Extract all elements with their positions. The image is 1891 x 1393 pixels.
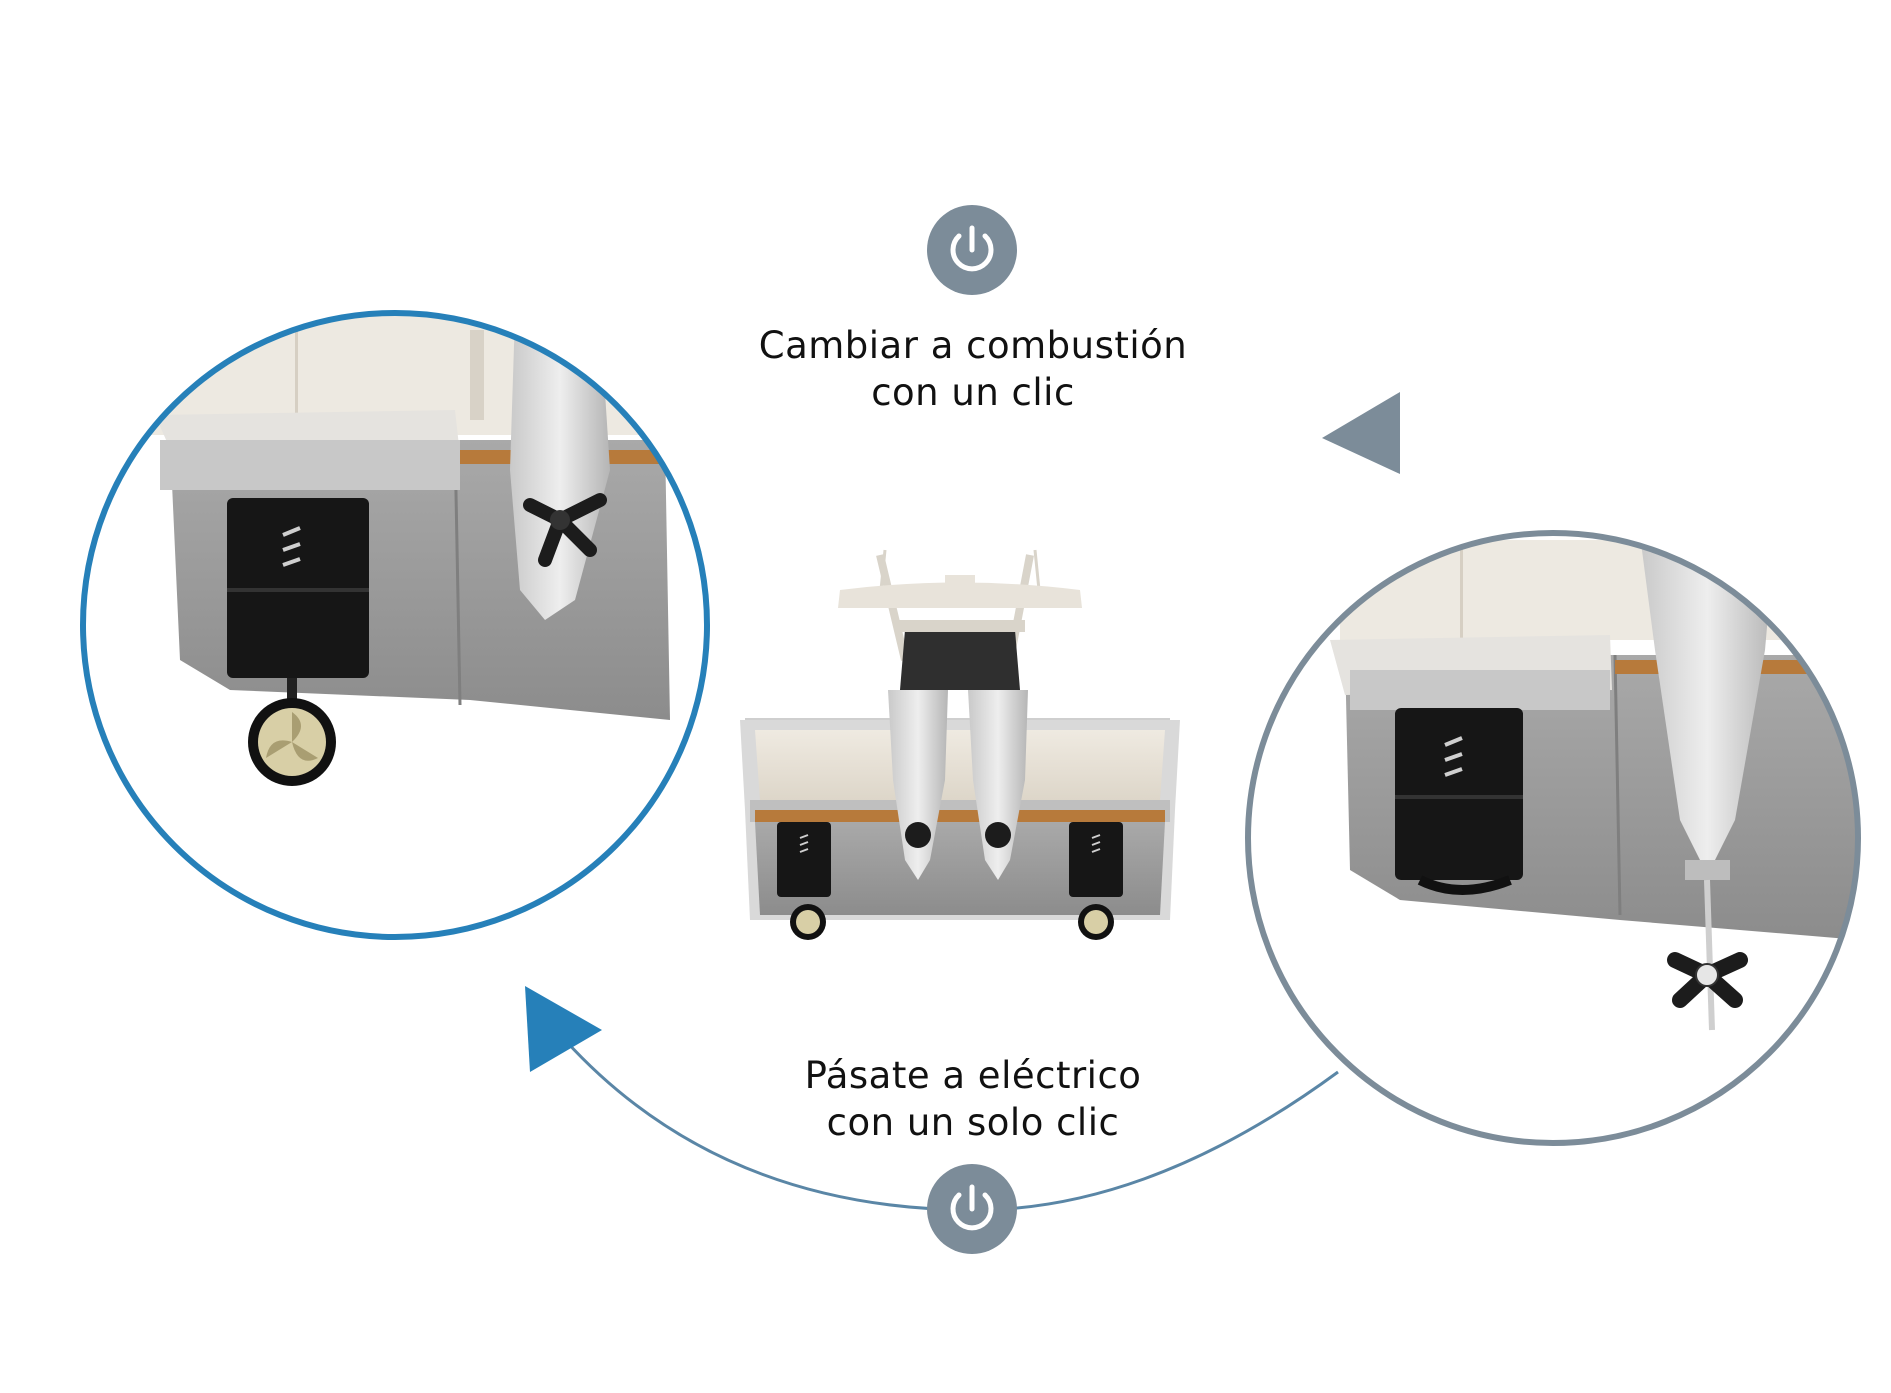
caption-combustion-line-1: Cambiar a combustión	[758, 324, 1188, 367]
combustion-detail-view	[1248, 533, 1858, 1143]
electric-detail-view	[83, 313, 707, 937]
combustion-detail-ring	[1245, 530, 1861, 1146]
caption-combustion: Cambiar a combustión con un clic	[623, 322, 1323, 416]
caption-electric: Pásate a eléctrico con un solo clic	[623, 1052, 1323, 1146]
power-button-electric[interactable]	[926, 1163, 1018, 1255]
caption-electric-line-2: con un solo clic	[826, 1101, 1120, 1144]
boat-stern-view	[740, 549, 1180, 940]
caption-combustion-line-2: con un clic	[871, 371, 1075, 414]
triangle-arrow-icon	[1322, 392, 1400, 474]
power-icon	[950, 1184, 994, 1231]
caption-electric-line-1: Pásate a eléctrico	[804, 1054, 1142, 1097]
triangle-arrow-icon	[525, 986, 602, 1072]
power-button-combustion[interactable]	[926, 204, 1018, 296]
power-icon	[950, 225, 994, 272]
electric-detail-ring	[80, 310, 710, 940]
